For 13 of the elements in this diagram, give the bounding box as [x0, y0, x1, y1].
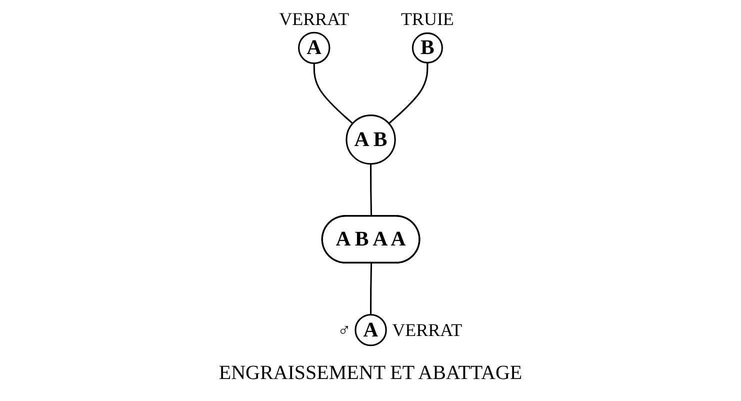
node-caption: VERRAT	[279, 9, 350, 30]
male-symbol: ♂	[337, 320, 351, 341]
connector	[388, 62, 428, 124]
connector	[313, 63, 354, 124]
node-circle: A B	[346, 114, 396, 165]
node-circle: A	[298, 32, 330, 64]
node-caption: VERRAT	[392, 320, 462, 341]
node-circle: A	[354, 314, 387, 346]
caption-text: ENGRAISSEMENT ET ABATTAGE	[218, 362, 522, 384]
node-circle: B	[412, 32, 443, 64]
node-caption: TRUIE	[400, 9, 454, 30]
connector	[370, 164, 372, 216]
connector	[370, 263, 372, 315]
